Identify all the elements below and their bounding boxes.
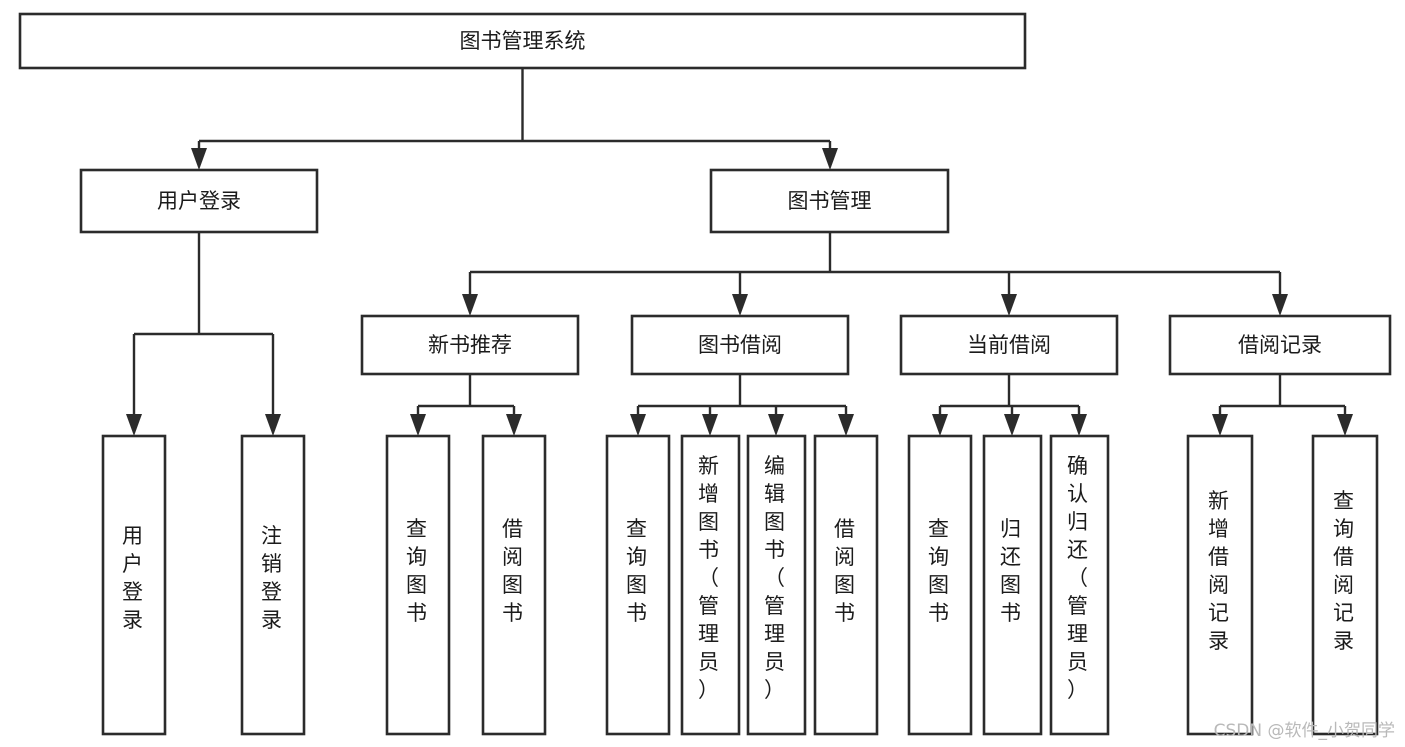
node-leaf-query-book-borrow[interactable]: 查询图书 (605, 434, 671, 736)
connector-borrowrecord-to-leaves (1212, 374, 1353, 436)
node-leaf-query-borrow-record-label: 查询借阅记录 (1333, 489, 1357, 653)
connector-root-to-level2 (191, 68, 838, 170)
node-borrow-record[interactable]: 借阅记录 (1168, 314, 1392, 376)
node-leaf-edit-book-admin[interactable]: 编辑图书（管理员） (746, 434, 807, 736)
connector-bookmanage-to-level3 (462, 232, 1288, 316)
node-leaf-return-book-label: 归还图书 (1000, 517, 1024, 625)
node-leaf-query-book-recommend-label: 查询图书 (406, 517, 430, 625)
node-borrow-record-label: 借阅记录 (1238, 333, 1322, 357)
node-layer: 图书管理系统 用户登录 图书管理 新书推荐 图书借阅 (18, 12, 1392, 736)
node-book-borrow[interactable]: 图书借阅 (630, 314, 850, 376)
node-root-system-label: 图书管理系统 (460, 29, 586, 53)
node-leaf-borrow-book-recommend-label: 借阅图书 (502, 517, 526, 625)
node-leaf-add-borrow-record[interactable]: 新增借阅记录 (1186, 434, 1254, 736)
node-book-manage-label: 图书管理 (788, 189, 872, 213)
node-leaf-borrow-book-label: 借阅图书 (834, 517, 858, 625)
node-leaf-return-book[interactable]: 归还图书 (982, 434, 1043, 736)
node-current-borrow[interactable]: 当前借阅 (899, 314, 1119, 376)
node-leaf-user-login[interactable]: 用户登录 (101, 434, 167, 736)
node-leaf-borrow-book-recommend[interactable]: 借阅图书 (481, 434, 547, 736)
node-leaf-query-book-borrow-label: 查询图书 (626, 517, 650, 625)
node-leaf-logout-login-label: 注销登录 (261, 524, 285, 632)
node-user-login[interactable]: 用户登录 (79, 168, 319, 234)
node-leaf-add-borrow-record-label: 新增借阅记录 (1208, 489, 1232, 653)
node-leaf-query-book-current[interactable]: 查询图书 (907, 434, 973, 736)
node-leaf-borrow-book[interactable]: 借阅图书 (813, 434, 879, 736)
node-leaf-logout-login[interactable]: 注销登录 (240, 434, 306, 736)
connector-userlogin-to-leaves (126, 232, 281, 436)
node-leaf-add-book-admin-label: 新增图书（管理员） (698, 454, 722, 702)
node-root-system[interactable]: 图书管理系统 (18, 12, 1027, 70)
node-leaf-add-book-admin[interactable]: 新增图书（管理员） (680, 434, 741, 736)
node-leaf-query-borrow-record[interactable]: 查询借阅记录 (1311, 434, 1379, 736)
connector-recommend-to-leaves (410, 374, 522, 436)
node-user-login-label: 用户登录 (157, 189, 241, 213)
node-book-borrow-label: 图书借阅 (698, 333, 782, 357)
node-book-manage[interactable]: 图书管理 (709, 168, 950, 234)
node-leaf-confirm-return-admin-label: 确认归还（管理员） (1067, 454, 1091, 702)
node-leaf-confirm-return-admin[interactable]: 确认归还（管理员） (1049, 434, 1110, 736)
node-leaf-edit-book-admin-label: 编辑图书（管理员） (764, 454, 788, 702)
connector-currentborrow-to-leaves (932, 374, 1087, 436)
node-leaf-user-login-label: 用户登录 (122, 524, 146, 632)
node-new-book-recommend[interactable]: 新书推荐 (360, 314, 580, 376)
connector-layer (126, 68, 1353, 436)
node-leaf-query-book-recommend[interactable]: 查询图书 (385, 434, 451, 736)
node-leaf-query-book-current-label: 查询图书 (928, 517, 952, 625)
node-new-book-recommend-label: 新书推荐 (428, 333, 512, 357)
node-current-borrow-label: 当前借阅 (967, 333, 1051, 357)
connector-bookborrow-to-leaves (630, 374, 854, 436)
